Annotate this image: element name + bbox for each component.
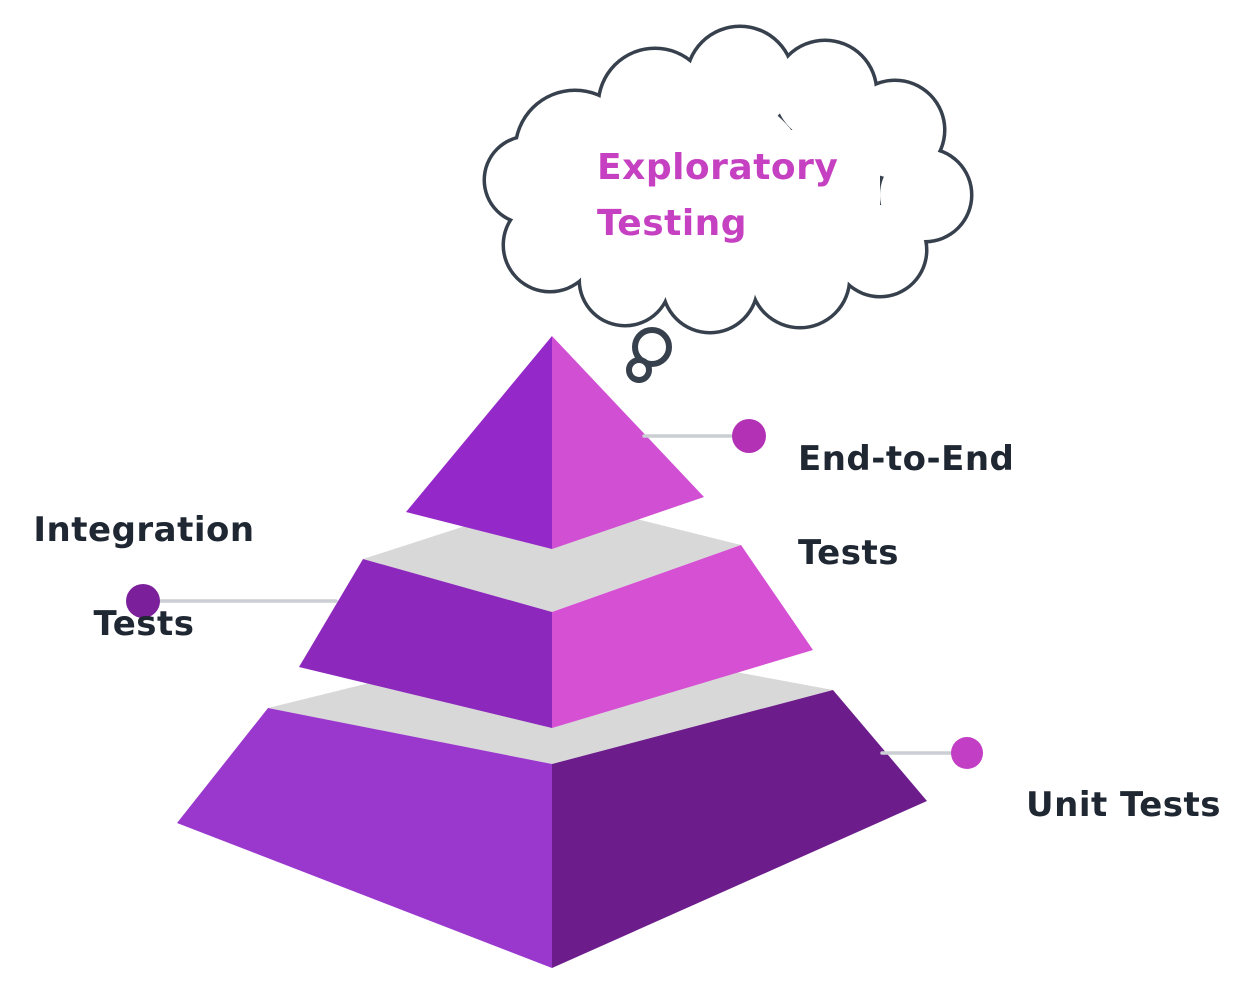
end-to-end-tests-label: End-to-End Tests xyxy=(798,389,1048,624)
end-to-end-tests-line1: End-to-End xyxy=(798,438,1015,479)
pyramid-middle-gap-band xyxy=(363,498,741,612)
thought-trail-bubble-small xyxy=(626,357,652,383)
end-to-end-tests-line2: Tests xyxy=(798,532,899,573)
pyramid-bottom-left-face xyxy=(177,708,552,968)
pyramid-top-right-face xyxy=(552,336,704,549)
pyramid-middle-left-face xyxy=(299,559,552,728)
exploratory-testing-line2: Testing xyxy=(597,202,748,244)
exploratory-testing-line1: Exploratory xyxy=(597,147,839,188)
integration-tests-line2: Tests xyxy=(93,603,195,644)
connector-lines xyxy=(158,434,958,755)
connector-dot-integration xyxy=(126,584,160,618)
pyramid-top-left-face xyxy=(406,336,552,549)
pyramid-bottom-right-face xyxy=(552,690,927,968)
pyramid-middle-right-face xyxy=(552,545,813,728)
thought-trail-bubble-large xyxy=(632,327,672,367)
unit-tests-text: Unit Tests xyxy=(1026,784,1222,825)
integration-tests-line1: Integration xyxy=(33,509,255,550)
connector-dot-end-to-end xyxy=(732,419,766,453)
unit-tests-label: Unit Tests xyxy=(1026,735,1256,876)
connector-dot-unit xyxy=(951,737,983,769)
exploratory-testing-label: Exploratory Testing xyxy=(597,140,877,252)
integration-tests-label: Integration Tests xyxy=(18,460,270,695)
thought-cloud-body xyxy=(486,28,970,331)
